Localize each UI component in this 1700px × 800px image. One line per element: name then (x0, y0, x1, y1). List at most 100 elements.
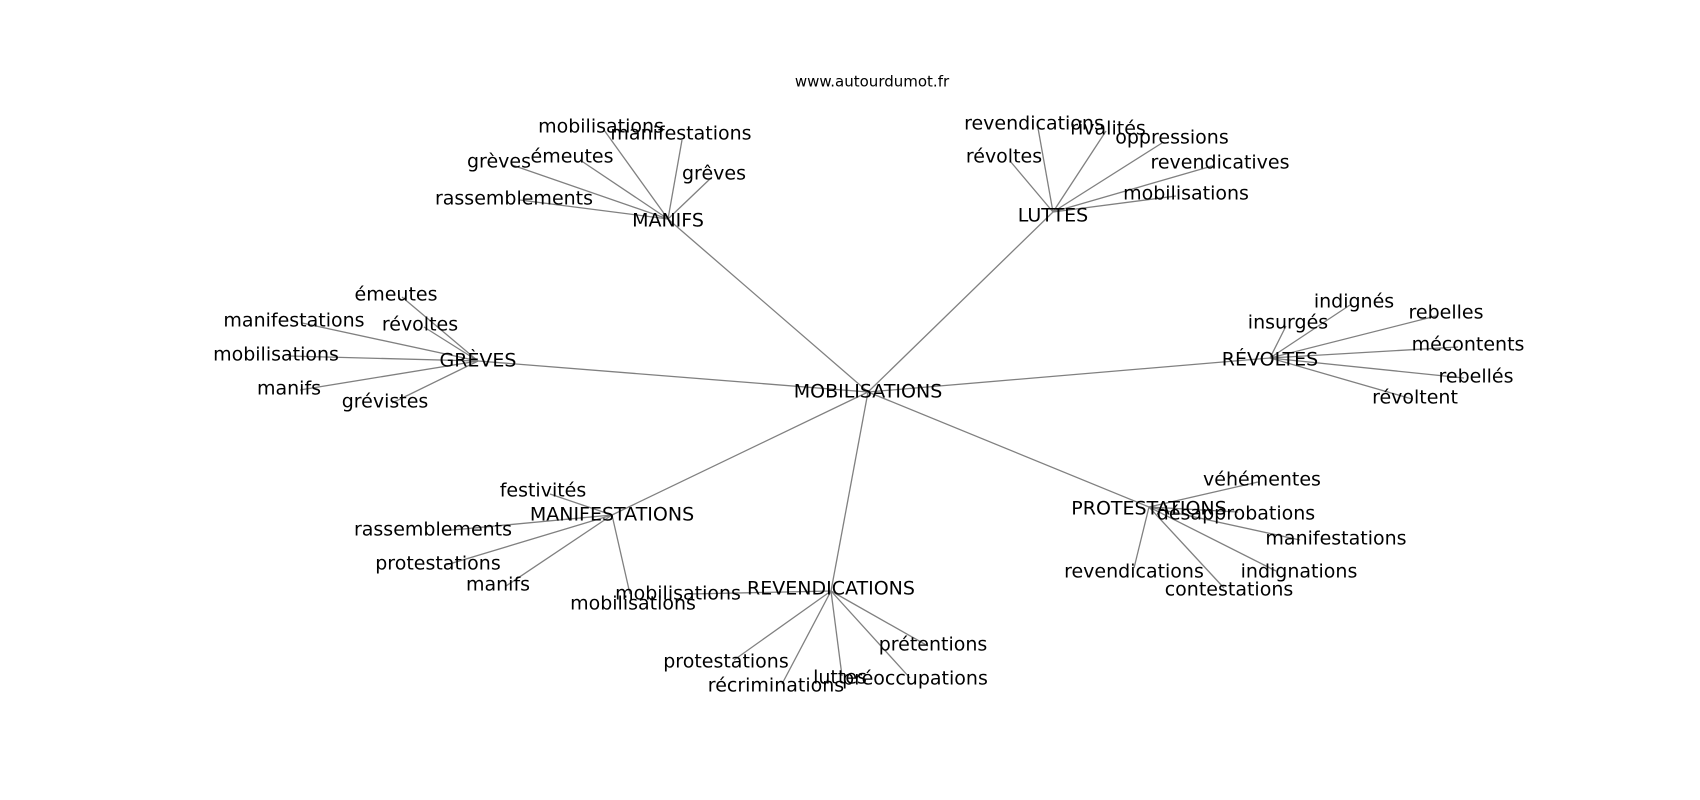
hub-node-greves: GRÈVES (440, 349, 517, 372)
hub-node-revendications: REVENDICATIONS (747, 578, 915, 600)
edge-luttes-5 (1052, 195, 1177, 213)
edge-revoltes-0 (1269, 304, 1351, 359)
edge-greves-4 (299, 360, 479, 391)
edge-manifs-3 (511, 164, 669, 220)
edge-revoltes-3 (1269, 346, 1459, 359)
edge-greves-2 (423, 326, 479, 362)
edge-greves-3 (287, 355, 479, 362)
leaf-node-revoltes-4: rebellés (1439, 366, 1514, 388)
edge-revendications-2 (733, 590, 832, 661)
edge-luttes-3 (1009, 160, 1054, 213)
leaf-node-greves-0: émeutes (355, 284, 438, 306)
leaf-node-protestations-2: manifestations (1265, 528, 1406, 550)
edge-revoltes-4 (1269, 357, 1465, 379)
edge-manifs-1 (667, 139, 683, 220)
leaf-node-manifestations-4: mobilisations (570, 593, 696, 615)
edge-revendications-0 (689, 590, 832, 595)
hub-node-revoltes: RÉVOLTES (1222, 348, 1318, 371)
leaf-node-revoltes-1: insurgés (1248, 312, 1328, 334)
leaf-node-revendications-0: mobilisations (615, 583, 741, 605)
edge-manifs-5 (519, 199, 669, 220)
edge-greves-0 (401, 296, 479, 362)
leaf-node-revendications-4: luttes (813, 667, 867, 689)
edge-root-revoltes (867, 357, 1271, 393)
edge-revoltes-1 (1269, 325, 1287, 359)
leaf-node-manifs-3: grèves (467, 151, 531, 173)
edge-manifs-4 (667, 176, 713, 220)
leaf-node-manifs-4: grêves (682, 163, 746, 185)
leaf-node-manifs-2: émeutes (531, 146, 614, 168)
root-node: MOBILISATIONS (794, 381, 943, 403)
edge-root-luttes (867, 211, 1054, 393)
leaf-node-protestations-0: véhémentes (1203, 469, 1321, 491)
leaf-node-revoltes-0: indignés (1314, 291, 1394, 313)
leaf-node-greves-3: mobilisations (213, 344, 339, 366)
edge-protestations-4 (1148, 506, 1277, 572)
leaf-node-manifs-0: mobilisations (538, 116, 664, 138)
edge-luttes-2 (1052, 142, 1163, 213)
hub-node-protestations: PROTESTATIONS (1071, 498, 1226, 520)
edge-revendications-1 (830, 590, 929, 647)
leaf-node-manifestations-0: festivités (500, 480, 587, 502)
leaf-node-greves-1: manifestations (223, 310, 364, 332)
edge-protestations-3 (1133, 506, 1150, 569)
edge-root-greves (477, 360, 869, 393)
edge-luttes-4 (1052, 165, 1213, 213)
edge-revoltes-5 (1269, 357, 1413, 400)
edge-manifs-0 (603, 129, 669, 220)
leaf-node-luttes-5: mobilisations (1123, 183, 1249, 205)
leaf-node-protestations-1: désapprobations (1157, 503, 1315, 525)
leaf-node-revoltes-5: révoltent (1372, 387, 1458, 409)
leaf-node-luttes-3: révoltes (966, 146, 1042, 168)
leaf-node-manifestations-2: protestations (375, 553, 501, 575)
leaf-node-luttes-1: rivalités (1070, 118, 1146, 140)
hub-node-manifestations: MANIFESTATIONS (530, 504, 694, 526)
edge-protestations-0 (1148, 481, 1259, 508)
hub-node-manifs: MANIFS (632, 210, 704, 232)
leaf-node-revendications-5: préoccupations (842, 668, 988, 690)
edge-manifestations-2 (445, 514, 613, 566)
edge-revendications-5 (830, 590, 911, 679)
leaf-node-protestations-3: revendications (1064, 561, 1204, 583)
leaf-node-manifestations-3: manifs (466, 574, 530, 596)
leaf-node-luttes-0: revendications (964, 113, 1104, 135)
leaf-node-revoltes-3: mécontents (1412, 334, 1525, 356)
leaf-node-greves-5: grévistes (342, 391, 429, 413)
edge-protestations-1 (1148, 506, 1239, 513)
hub-node-luttes: LUTTES (1018, 205, 1089, 227)
edge-revoltes-2 (1269, 315, 1437, 359)
edge-luttes-1 (1052, 130, 1107, 213)
leaf-node-protestations-5: contestations (1165, 579, 1294, 601)
leaf-node-greves-2: révoltes (382, 314, 458, 336)
edge-root-manifs (667, 218, 869, 393)
edge-greves-5 (391, 360, 479, 404)
leaf-node-luttes-2: oppressions (1115, 127, 1228, 149)
edge-protestations-2 (1148, 506, 1301, 541)
edges-layer (287, 127, 1465, 685)
leaf-node-manifs-5: rassemblements (435, 188, 593, 210)
leaf-node-greves-4: manifs (257, 378, 321, 400)
edge-luttes-0 (1037, 127, 1054, 213)
leaf-node-revendications-1: prétentions (879, 634, 988, 656)
edge-revendications-4 (830, 590, 843, 677)
edge-manifestations-4 (611, 514, 631, 595)
leaf-node-manifs-1: manifestations (610, 123, 751, 145)
edge-manifs-2 (579, 159, 669, 220)
edge-revendications-3 (781, 590, 832, 685)
edge-greves-1 (301, 322, 479, 362)
edge-root-revendications (830, 391, 869, 592)
edge-root-manifestations (611, 391, 869, 516)
edge-manifestations-3 (505, 514, 613, 587)
edge-root-protestations (867, 391, 1150, 508)
source-label: www.autourdumot.fr (795, 73, 950, 91)
leaf-node-revendications-2: protestations (663, 651, 789, 673)
leaf-node-luttes-4: revendicatives (1150, 152, 1289, 174)
leaf-node-revendications-3: récriminations (708, 675, 844, 697)
labels-layer: mobilisationsmanifestationsémeutesgrèves… (213, 113, 1524, 697)
leaf-node-manifestations-1: rassemblements (354, 519, 512, 541)
edge-manifestations-0 (549, 493, 613, 516)
leaf-node-revoltes-2: rebelles (1409, 302, 1484, 324)
edge-manifestations-1 (441, 514, 613, 532)
edge-protestations-5 (1148, 506, 1225, 589)
